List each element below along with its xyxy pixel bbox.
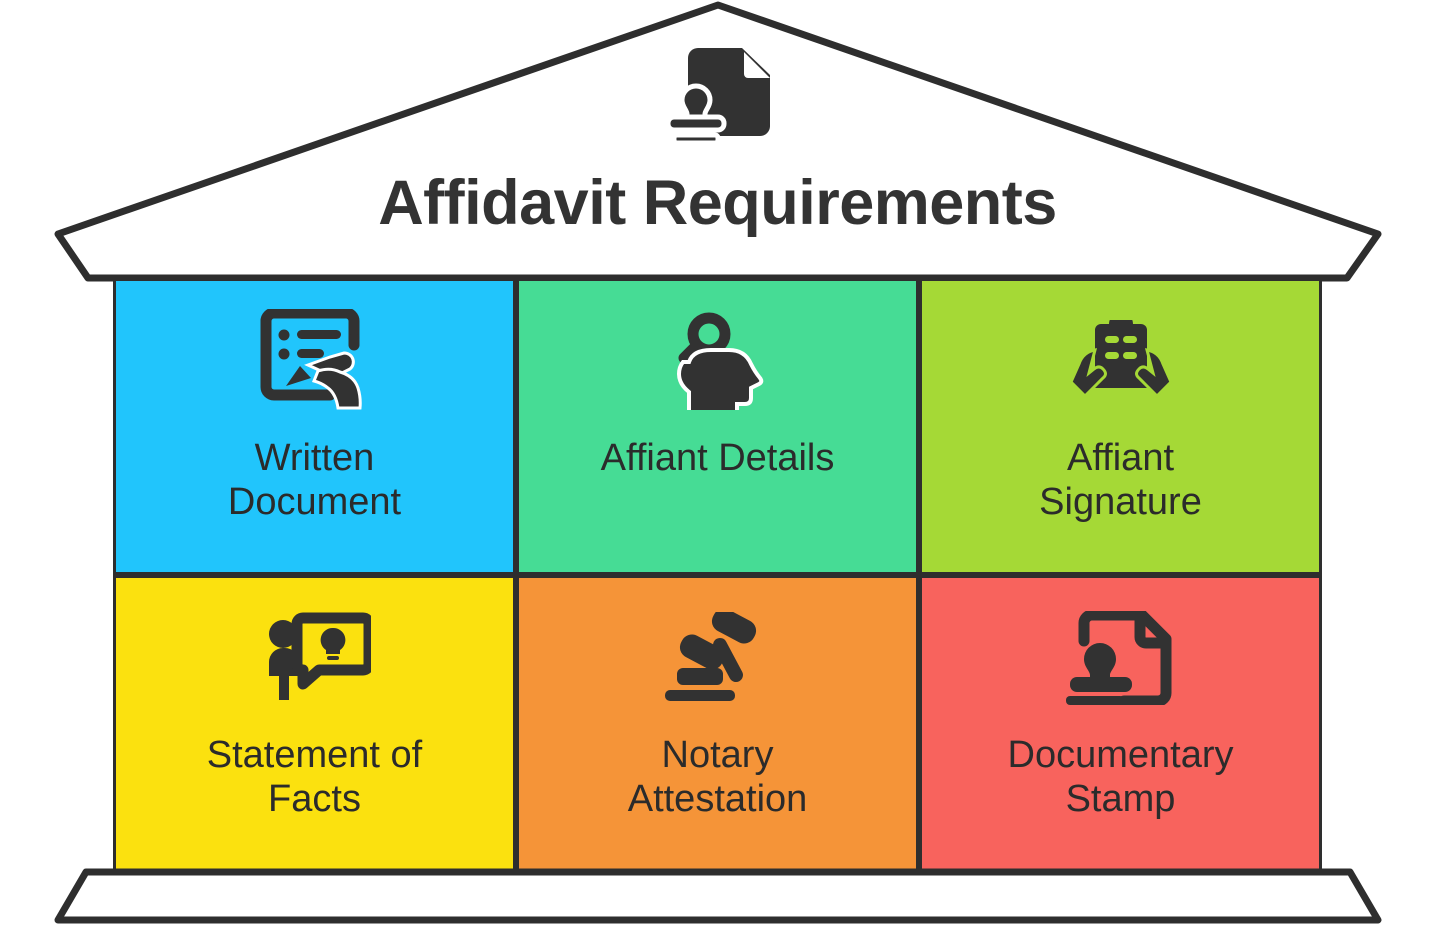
cell-documentary-stamp[interactable]: Documentary Stamp xyxy=(922,578,1319,869)
gavel-glyph xyxy=(664,612,756,701)
document-stamp-glyph xyxy=(665,48,770,146)
cell-label: Statement of Facts xyxy=(197,734,432,821)
cell-label-line1: Affiant xyxy=(1066,437,1175,479)
cell-label: Notary Attestation xyxy=(618,734,818,821)
cell-label-line1: Documentary xyxy=(1007,734,1234,776)
cell-label-line2: Document xyxy=(227,480,402,523)
house-foundation xyxy=(0,860,1435,940)
cell-label-line2: Stamp xyxy=(1065,777,1176,820)
hands-holding-document-glyph xyxy=(1068,320,1173,399)
cell-label: Written Document xyxy=(218,437,411,524)
foundation-plinth-outline xyxy=(54,868,1382,924)
cell-affiant-signature[interactable]: Affiant Signature xyxy=(922,281,1319,572)
cell-written-document[interactable]: Written Document xyxy=(116,281,513,572)
cell-label-line1: Written xyxy=(254,437,375,479)
document-stamp-icon xyxy=(654,46,782,146)
stamp-document-glyph xyxy=(1065,611,1171,705)
cell-label: Documentary Stamp xyxy=(998,734,1244,821)
cell-label-line1: Affiant Details xyxy=(600,437,835,479)
cell-notary-attestation[interactable]: Notary Attestation xyxy=(519,578,916,869)
cell-label-line2: Attestation xyxy=(627,777,808,820)
stamp-document-icon xyxy=(1062,604,1180,712)
cell-label-line1: Notary xyxy=(661,734,774,776)
house-roof xyxy=(0,0,1435,285)
hands-holding-document-icon xyxy=(1065,307,1177,415)
head-magnifier-icon xyxy=(665,307,771,415)
cell-label: Affiant Details xyxy=(591,437,845,481)
head-magnifier-glyph xyxy=(676,312,763,410)
cell-label: Affiant Signature xyxy=(1029,437,1212,524)
person-speech-bubble-idea-glyph xyxy=(268,612,371,700)
cell-label-line2: Facts xyxy=(268,777,361,820)
person-speech-bubble-idea-icon xyxy=(259,604,371,712)
cell-label-line1: Statement of xyxy=(206,734,423,776)
gavel-icon xyxy=(663,604,773,712)
hand-writing-form-glyph xyxy=(260,309,362,410)
cell-label-line2: Signature xyxy=(1039,480,1202,523)
hand-writing-form-icon xyxy=(256,307,374,415)
page-title: Affidavit Requirements xyxy=(378,168,1057,238)
cell-affiant-details[interactable]: Affiant Details xyxy=(519,281,916,572)
requirements-grid: Written Document Affiant Details xyxy=(113,278,1322,872)
foundation-shape xyxy=(54,868,1382,924)
cell-statement-of-facts[interactable]: Statement of Facts xyxy=(116,578,513,869)
